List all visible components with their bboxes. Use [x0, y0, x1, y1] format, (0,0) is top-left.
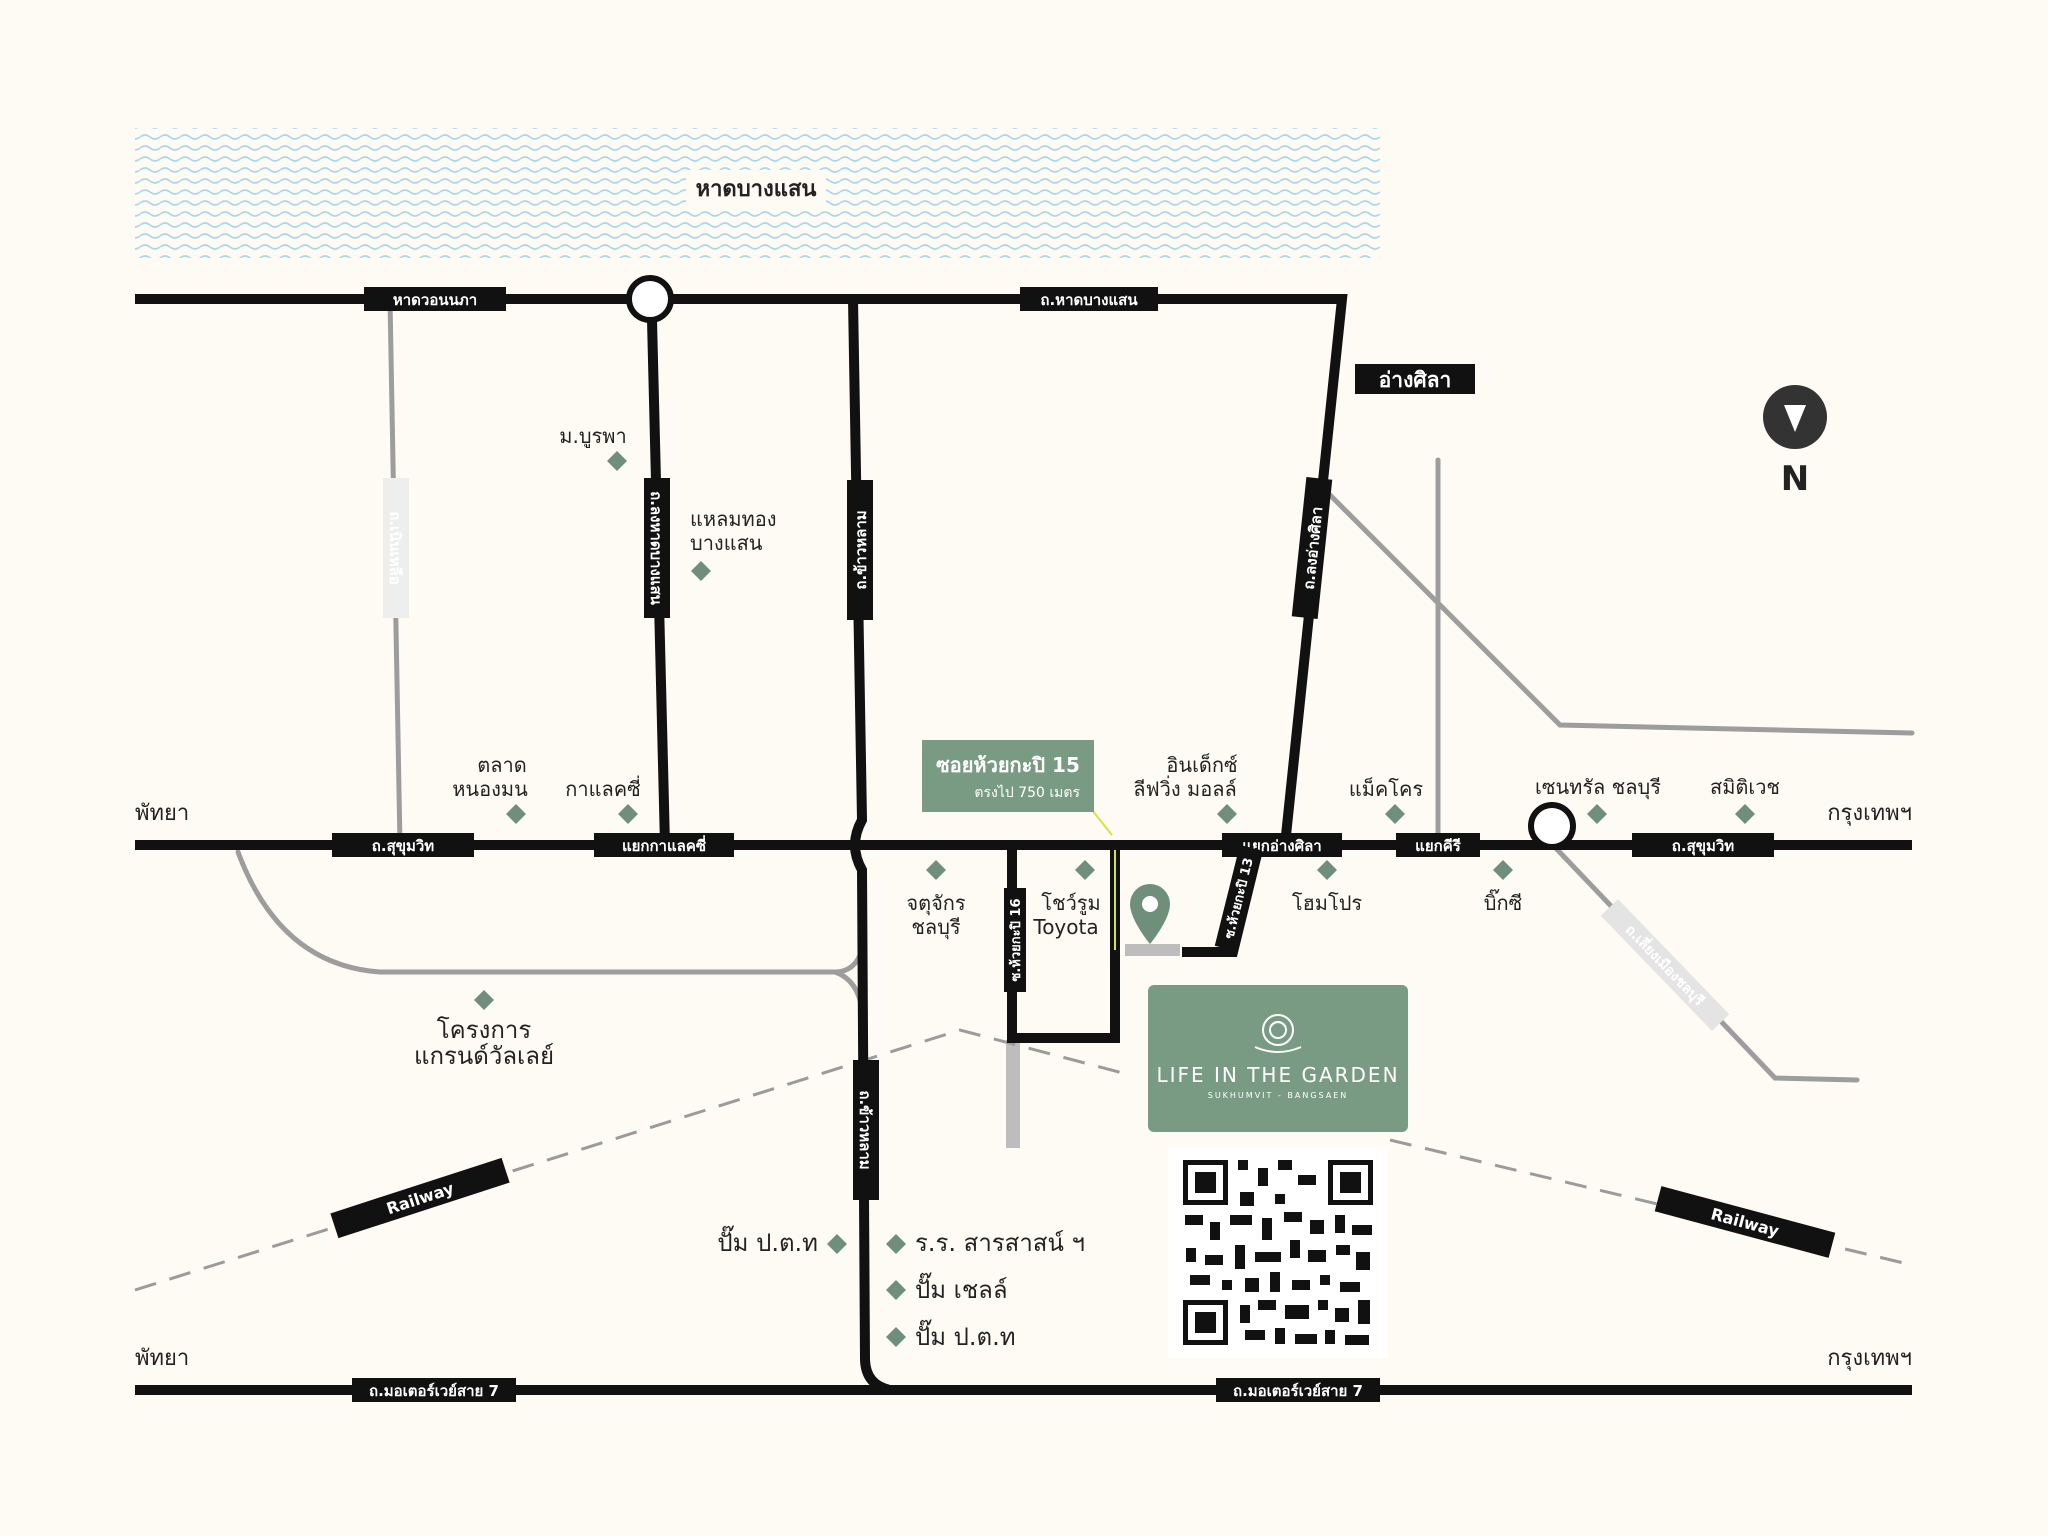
landmark-laemthong-1: แหลมทอง — [690, 507, 776, 531]
landmark-homepro: โฮมโปร — [1292, 891, 1363, 915]
road-tag-kaek-angsila: แยกอ่างศิลา — [1242, 837, 1321, 855]
landmark-jatujak-2: ชลบุรี — [911, 915, 961, 940]
landmark-grandvalley-2: แกรนด์วัลเลย์ — [414, 1042, 554, 1070]
landmark-galaxy: กาแลคซี่ — [565, 775, 640, 801]
landmark-labels: ม.บูรพา แหลมทอง บางแสน ตลาด หนองมน กาแลค… — [414, 424, 1780, 1351]
direction-pattaya-bottom: พัทยา — [135, 1346, 189, 1371]
direction-labels: พัทยา กรุงเทพฯ พัทยา กรุงเทพฯ — [135, 801, 1912, 1371]
road-tag-sukhumvit-right: ถ.สุขุมวิท — [1672, 837, 1735, 856]
road-tags: หาดวอนนภา ถ.หาดบางแสน อ่างศิลา ถ.สุขุมวิ… — [332, 287, 1774, 1402]
landmark-central: เซนทรัล ชลบุรี — [1535, 775, 1661, 800]
road-tag-kaek-kalaksi: แยกกาแลคซี่ — [622, 835, 706, 855]
compass: N — [1763, 385, 1827, 499]
landmark-talat-2: หนองมน — [452, 777, 528, 801]
road-tag-sukhumvit-left: ถ.สุขุมวิท — [372, 837, 435, 856]
compass-label: N — [1781, 459, 1809, 499]
landmark-bigc: บิ๊กซี — [1484, 888, 1522, 915]
road-tag-chao-lan-bottom: ถ.ข้าวหลาม — [856, 1090, 874, 1169]
landmark-index-2: ลีฟวิ่ง มอลล์ — [1133, 775, 1236, 801]
landmark-school: ร.ร. สารสาสน์ ฯ — [915, 1229, 1085, 1257]
minor-roads — [235, 297, 1915, 1148]
road-tag-motorway-right: ถ.มอเตอร์เวย์สาย 7 — [1233, 1382, 1363, 1400]
landmark-grandvalley-1: โครงการ — [437, 1016, 532, 1044]
landmark-samitivej: สมิติเวช — [1710, 775, 1780, 799]
project-tagline: SUKHUMVIT - BANGSAEN — [1208, 1091, 1349, 1100]
road-tag-soi13: ซ.ห้วยกะปิ 13 — [1221, 856, 1257, 940]
direction-bangkok-bottom: กรุงเทพฯ — [1827, 1346, 1912, 1371]
landmark-ptt-left: ปั๊ม ป.ต.ท — [717, 1225, 818, 1257]
north-arrow-icon — [1784, 405, 1806, 432]
landmark-index-1: อินเด็กซ์ — [1166, 752, 1237, 777]
callout-title: ซอยห้วยกะปิ 15 — [936, 753, 1080, 777]
roundabout-bangsaen — [626, 275, 674, 323]
landmark-laemthong-2: บางแสน — [690, 531, 763, 555]
project-name: LIFE IN THE GARDEN — [1156, 1063, 1399, 1087]
landmark-shell: ปั๊ม เชลล์ — [915, 1272, 1008, 1304]
landmark-markers — [474, 451, 1755, 1347]
road-tag-bangsaen-beach: ถ.หาดบางแสน — [1040, 291, 1138, 309]
landmark-jatujak-1: จตุจักร — [906, 891, 966, 916]
callout-pointer — [1091, 809, 1113, 836]
landmark-makro: แม็คโคร — [1349, 776, 1424, 801]
road-tag-chao-lan-top: ถ.ข้าวหลาม — [852, 510, 870, 589]
project-card: LIFE IN THE GARDEN SUKHUMVIT - BANGSAEN — [1148, 985, 1408, 1132]
direction-pattaya-top: พัทยา — [135, 801, 189, 826]
road-tag-wonnapha: หาดวอนนภา — [393, 291, 477, 309]
direction-bangkok-top: กรุงเทพฯ — [1827, 801, 1912, 826]
road-tag-bypass: ถ.เลี่ยงเมืองชลบุรี — [1622, 920, 1710, 1010]
road-tag-kaek-khiri: แยกคีรี — [1415, 837, 1462, 855]
landmark-burapha: ม.บูรพา — [559, 424, 626, 449]
qr-code-icon — [1168, 1148, 1388, 1358]
sea-area: หาดบางแสน — [135, 128, 1380, 258]
road-tag-long-hat-bangsaen: ถ.ลงหาดบางแสน — [647, 491, 665, 605]
road-tag-soi16: ซ.ห้วยกะปิ 16 — [1008, 899, 1024, 982]
road-tag-motorway-left: ถ.มอเตอร์เวย์สาย 7 — [369, 1382, 499, 1400]
landmark-toyota-1: โชว์รูม — [1041, 891, 1100, 916]
landmark-talat-1: ตลาด — [477, 753, 526, 777]
road-tag-angsila: อ่างศิลา — [1379, 368, 1452, 392]
sea-label: หาดบางแสน — [696, 177, 817, 202]
rose-logo-icon — [1254, 1014, 1302, 1053]
location-pin-icon — [1130, 884, 1170, 944]
landmark-toyota-2: Toyota — [1032, 915, 1098, 939]
soi15-callout: ซอยห้วยกะปิ 15 ตรงไป 750 เมตร — [922, 740, 1094, 812]
landmark-ptt-right: ปั๊ม ป.ต.ท — [915, 1319, 1016, 1351]
callout-subtitle: ตรงไป 750 เมตร — [974, 784, 1080, 801]
road-tag-left-minor: ถ.เนินเหลือ — [386, 511, 404, 585]
roundabout-central — [1528, 802, 1576, 850]
